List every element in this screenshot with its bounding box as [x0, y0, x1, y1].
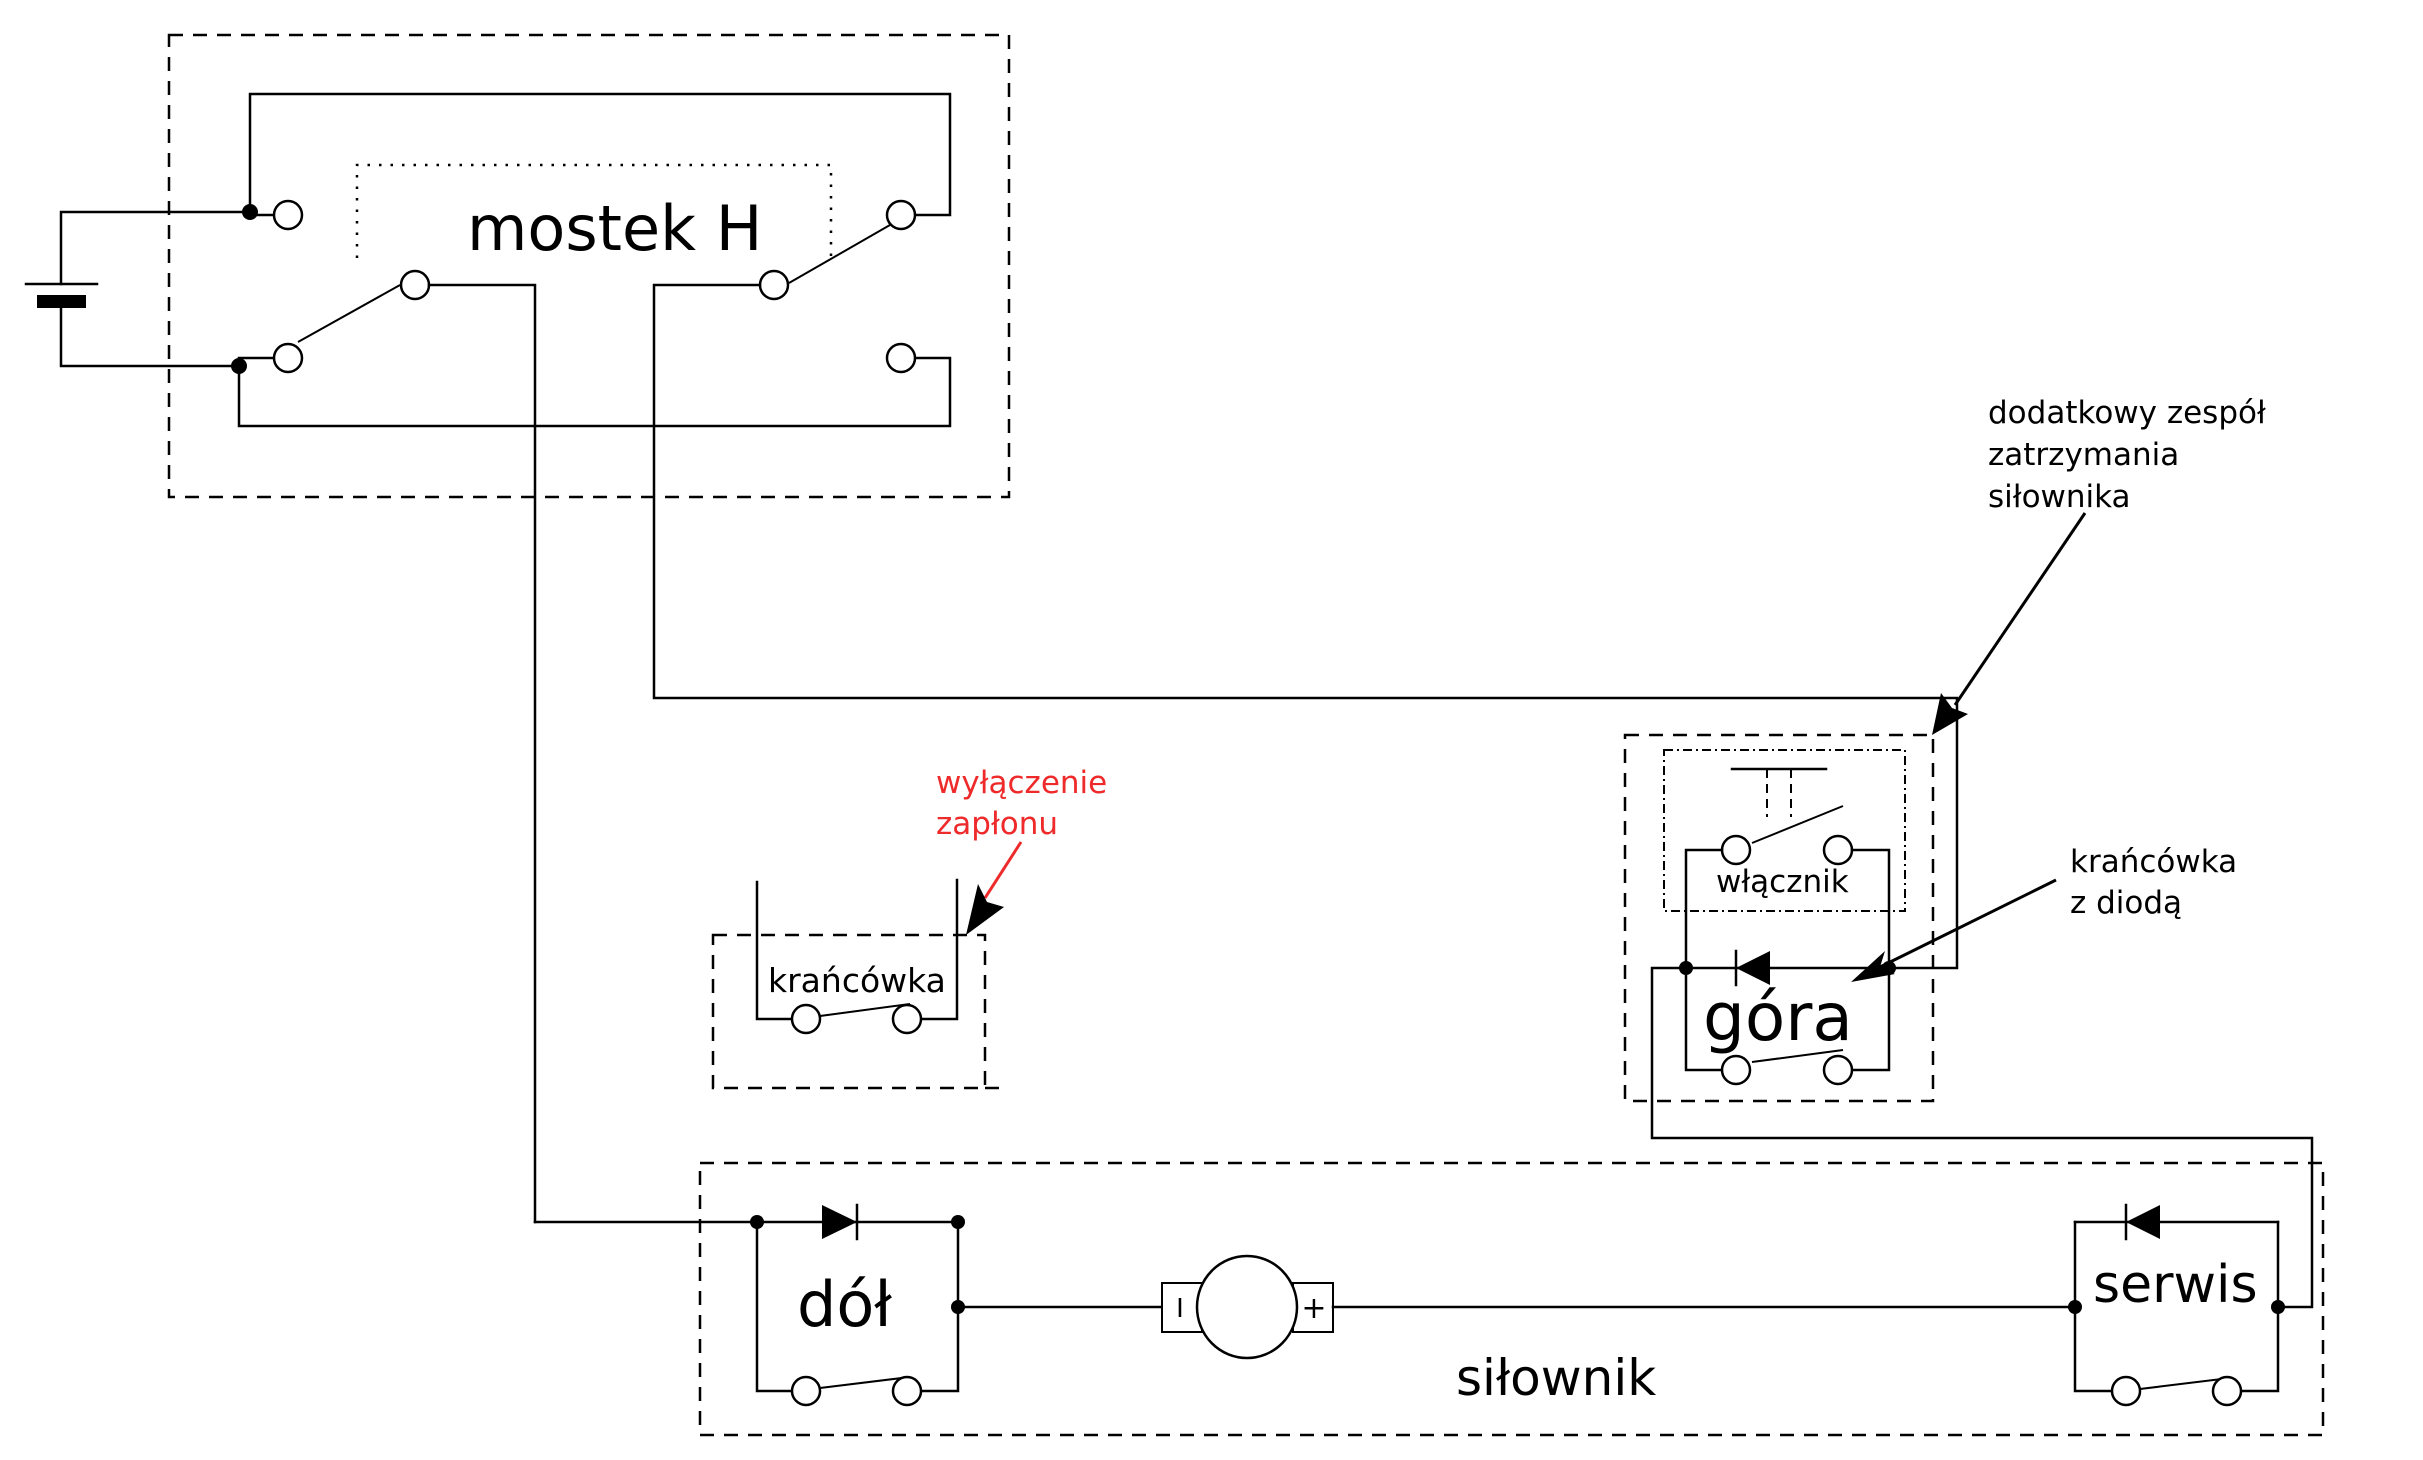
- limit-switch-ignition-terminal: [891, 1003, 923, 1035]
- service-right-lead: [2239, 1220, 2280, 1393]
- power-switch-terminal: [1720, 834, 1752, 866]
- extra-unit-note-line1: dodatkowy zespół: [1988, 395, 2266, 431]
- service-limit-terminal: [2211, 1375, 2243, 1407]
- up-label: góra: [1703, 979, 1853, 1056]
- diode-switch-note-line1: krańcówka: [2070, 844, 2237, 880]
- down-left-lead: [755, 1220, 794, 1393]
- motor-icon: [1195, 1254, 1299, 1360]
- ignition-note-arrowhead: [966, 884, 1004, 935]
- down-limit-terminal: [891, 1375, 923, 1407]
- battery-negative-plate: [37, 295, 86, 308]
- up-left-lead: [1684, 848, 1724, 1072]
- limit-switch-ignition-label: krańcówka: [768, 961, 946, 1000]
- h-bridge-left-bottom-terminal: [272, 342, 304, 374]
- junction-dot: [2068, 1300, 2082, 1314]
- h-bridge-bottom-rail: [237, 356, 952, 428]
- limit-switch-ignition-right-lead: [919, 878, 959, 1021]
- service-limit-terminal: [2110, 1375, 2142, 1407]
- power-switch-boundary: [1663, 749, 1906, 912]
- h-bridge-boundary: [167, 33, 1011, 499]
- up-limit-lever[interactable]: [1751, 1049, 1844, 1063]
- service-label: serwis: [2093, 1255, 2258, 1315]
- battery: [24, 210, 252, 368]
- extra-unit-note-line2: zatrzymania: [1988, 437, 2179, 473]
- actuator-label: siłownik: [1456, 1349, 1656, 1407]
- motor-minus-sign: I: [1176, 1294, 1184, 1324]
- limit-switch-ignition: krańcówka wyłączenie zapłonu: [711, 765, 1107, 1090]
- junction-dot: [242, 204, 258, 220]
- limit-switch-ignition-lever[interactable]: [819, 1003, 911, 1017]
- h-bridge-right-top-terminal: [885, 199, 917, 231]
- h-bridge-right-lever[interactable]: [788, 224, 891, 284]
- up-diode-icon: [1736, 951, 1770, 985]
- extra-unit-arrow-shaft: [1953, 512, 2087, 706]
- wire-up-to-service: [1650, 966, 2314, 1309]
- limit-switch-ignition-terminal: [790, 1003, 822, 1035]
- wire-h-bridge-to-up: [652, 283, 1959, 970]
- down-right-lead: [919, 1220, 960, 1393]
- power-switch-lever[interactable]: [1751, 805, 1844, 844]
- extra-unit-note-line3: siłownika: [1988, 479, 2131, 515]
- extra-stop-unit: włącznik góra: [1623, 733, 2314, 1309]
- junction-dot: [231, 358, 247, 374]
- h-bridge-left-lever[interactable]: [297, 284, 401, 343]
- annotation-extra-stop-unit: dodatkowy zespół zatrzymania siłownika: [1932, 395, 2266, 735]
- junction-dot: [951, 1215, 965, 1229]
- down-diode-icon: [822, 1205, 857, 1239]
- motor-plus-sign: +: [1301, 1291, 1326, 1326]
- h-bridge-top-rail: [248, 92, 952, 217]
- h-bridge-right-common-terminal: [758, 269, 790, 301]
- service-diode-icon: [2126, 1205, 2160, 1239]
- h-bridge-left-top-terminal: [272, 199, 304, 231]
- wire-h-bridge-to-down: [427, 283, 537, 1224]
- extra-stop-unit-boundary: [1623, 733, 1935, 1103]
- ignition-note-line1: wyłączenie: [936, 765, 1107, 801]
- motor: I +: [1161, 1254, 1334, 1360]
- junction-dot: [750, 1215, 764, 1229]
- h-bridge: mostek H: [167, 33, 1959, 1224]
- annotation-diode-switch: krańcówka z diodą: [1851, 844, 2237, 982]
- limit-switch-ignition-left-lead: [755, 880, 794, 1021]
- down-limit-lever[interactable]: [819, 1376, 911, 1389]
- actuator: siłownik dół I + serw: [533, 1161, 2325, 1437]
- down-limit-terminal: [790, 1375, 822, 1407]
- down-label: dół: [797, 1268, 892, 1341]
- battery-positive-wire: [59, 210, 252, 286]
- up-limit-terminal: [1822, 1054, 1854, 1086]
- limit-switch-ignition-boundary: [711, 933, 987, 1090]
- diode-switch-arrow-shaft: [1879, 878, 2057, 969]
- h-bridge-mechanical-link: [355, 163, 833, 258]
- diode-switch-note-line2: z diodą: [2070, 885, 2182, 921]
- motor-minus-terminal: [1161, 1282, 1203, 1333]
- up-right-lead: [1850, 848, 1891, 1072]
- extra-unit-arrowhead: [1932, 693, 1968, 735]
- junction-dot: [2271, 1300, 2285, 1314]
- battery-negative-wire: [59, 306, 241, 368]
- ignition-note-arrow-shaft: [983, 841, 1023, 899]
- service-left-lead: [2073, 1220, 2114, 1393]
- power-switch-terminal: [1822, 834, 1854, 866]
- h-bridge-right-bottom-terminal: [885, 342, 917, 374]
- h-bridge-label: mostek H: [467, 192, 762, 265]
- up-limit-terminal: [1720, 1054, 1752, 1086]
- ignition-note-line2: zapłonu: [936, 806, 1058, 842]
- service-limit-lever[interactable]: [2139, 1377, 2231, 1390]
- diode-switch-arrowhead: [1851, 951, 1895, 982]
- actuator-boundary: [698, 1161, 2325, 1437]
- power-switch-label: włącznik: [1716, 864, 1849, 900]
- h-bridge-left-common-terminal: [399, 269, 431, 301]
